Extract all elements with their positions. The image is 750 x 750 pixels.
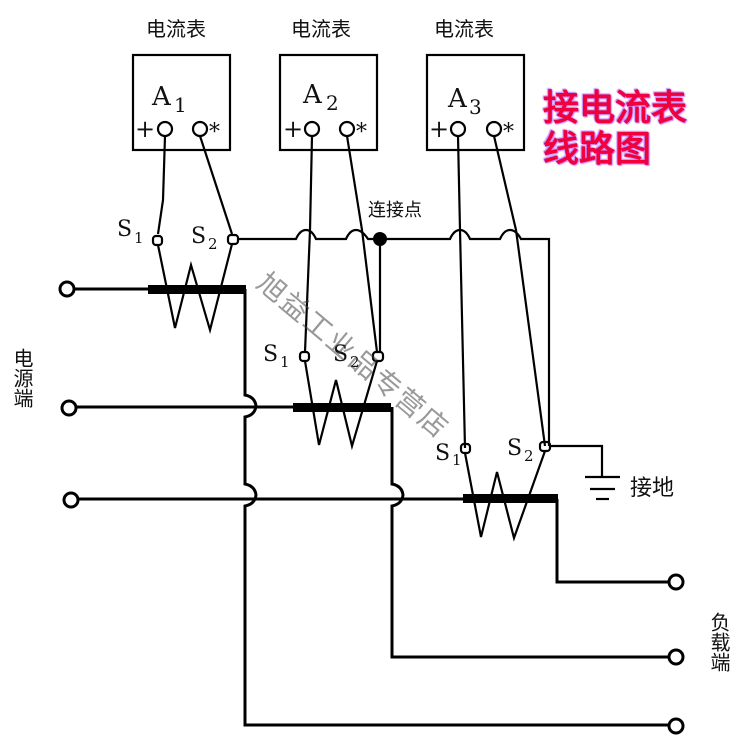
wire-a1-plus-to-s1 xyxy=(156,135,167,235)
ct1-core xyxy=(148,285,246,294)
wire-a3-star-to-s2 xyxy=(492,135,547,447)
ct1-s2-subscript: 2 xyxy=(208,235,218,253)
source-terminal-2 xyxy=(60,399,78,417)
ct3-s2-subscript: 2 xyxy=(524,447,534,465)
meter-a3-caption: 电流表 xyxy=(434,17,494,41)
phase1-down-line xyxy=(243,289,670,727)
load-terminal-1 xyxy=(667,573,685,591)
common-bus-right xyxy=(385,228,551,446)
meter-box-a3 xyxy=(425,53,526,152)
load-side-label: 负载端 xyxy=(707,612,731,672)
junction-dot xyxy=(373,232,387,246)
phase3-down-line xyxy=(555,499,670,584)
meter-a1-label: A xyxy=(151,82,172,112)
source-side-label: 电源端 xyxy=(10,348,34,408)
load-terminal-3 xyxy=(667,717,685,735)
ct2-s2-subscript: 2 xyxy=(350,353,360,371)
source-terminal-3 xyxy=(62,491,80,509)
ct3-s1-label: S xyxy=(435,441,450,466)
wire-a1-star-to-s2 xyxy=(198,135,234,235)
ct2-s1-subscript: 1 xyxy=(280,353,290,371)
meter-a1-star-terminal xyxy=(191,120,209,138)
meter-box-a2 xyxy=(278,53,379,152)
meter-a1-star-sign: * xyxy=(209,120,220,145)
ct1-s2-terminal xyxy=(226,233,240,246)
ct1-coil xyxy=(156,243,234,335)
wire-a3-plus-to-s1 xyxy=(456,135,467,449)
meter-a2-plus-terminal xyxy=(303,120,321,138)
meter-a2-star-sign: * xyxy=(356,120,367,145)
meter-a2-label: A xyxy=(302,80,323,110)
meter-a2-star-terminal xyxy=(338,120,356,138)
meter-box-a1 xyxy=(131,53,232,152)
meter-a2-caption: 电流表 xyxy=(291,17,351,41)
ground-wire xyxy=(551,444,604,476)
load-terminal-2 xyxy=(667,648,685,666)
meter-a1-subscript: 1 xyxy=(174,93,187,117)
ct3-s2-label: S xyxy=(507,436,522,461)
meter-a3-plus-terminal xyxy=(449,120,467,138)
meter-a1-plus-sign: + xyxy=(135,115,155,143)
ct2-s1-terminal xyxy=(298,350,311,363)
diagram-title-line1: 接电流表 xyxy=(543,88,688,129)
meter-a2-plus-sign: + xyxy=(283,115,303,143)
meter-a3-plus-sign: + xyxy=(429,115,449,143)
meter-a3-label: A xyxy=(447,84,468,114)
ct2-coil xyxy=(303,360,379,451)
meter-a3-subscript: 3 xyxy=(469,95,482,119)
meter-a2-subscript: 2 xyxy=(326,91,339,115)
meter-a1-plus-terminal xyxy=(156,120,174,138)
ct2-s2-terminal xyxy=(371,350,385,363)
ct2-core xyxy=(293,403,391,412)
phase2-down-line xyxy=(390,407,670,659)
meter-a1-caption: 电流表 xyxy=(146,17,206,41)
ct3-coil xyxy=(463,450,547,542)
ct1-s1-label: S xyxy=(117,217,132,242)
diagram-title-line2: 线路图 xyxy=(543,129,652,171)
ct1-s1-terminal xyxy=(151,234,164,247)
ct1-s1-subscript: 1 xyxy=(134,229,144,247)
ct2-s2-label: S xyxy=(333,342,348,367)
meter-a3-star-terminal xyxy=(485,120,503,138)
ct3-core xyxy=(463,494,558,503)
common-bus xyxy=(238,228,375,241)
source-terminal-1 xyxy=(58,280,76,298)
ct2-s1-label: S xyxy=(263,342,278,367)
ground-label: 接地 xyxy=(630,476,675,501)
meter-a3-star-sign: * xyxy=(503,120,514,145)
diagram-title: 接电流表 线路图 xyxy=(543,88,687,171)
ct1-s2-label: S xyxy=(191,224,206,249)
ct3-s1-subscript: 1 xyxy=(452,451,462,469)
junction-label: 连接点 xyxy=(368,200,422,221)
wire-a2-star-to-s2 xyxy=(345,135,379,353)
